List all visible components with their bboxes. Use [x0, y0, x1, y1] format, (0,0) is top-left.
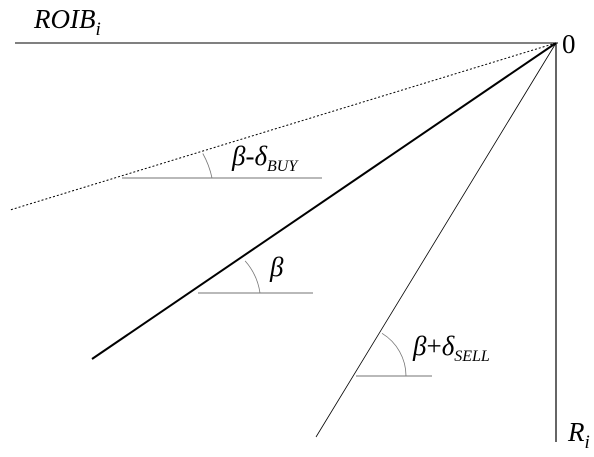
origin-label: 0	[562, 29, 576, 59]
returns-axis-label: Ri	[567, 417, 590, 452]
beta-angle-arc	[244, 260, 261, 294]
beta-line	[91, 42, 557, 360]
beta-buy-line	[9, 42, 557, 211]
roib-axis-label: ROIBi	[33, 4, 101, 40]
beta-label: β	[269, 252, 284, 282]
beta-sell-angle-arc	[381, 332, 407, 377]
beta-buy-label: β-δBUY	[231, 141, 299, 175]
beta-buy-angle-arc	[202, 153, 213, 179]
beta-sell-label: β+δSELL	[412, 331, 490, 365]
beta-sell-line	[315, 42, 557, 438]
